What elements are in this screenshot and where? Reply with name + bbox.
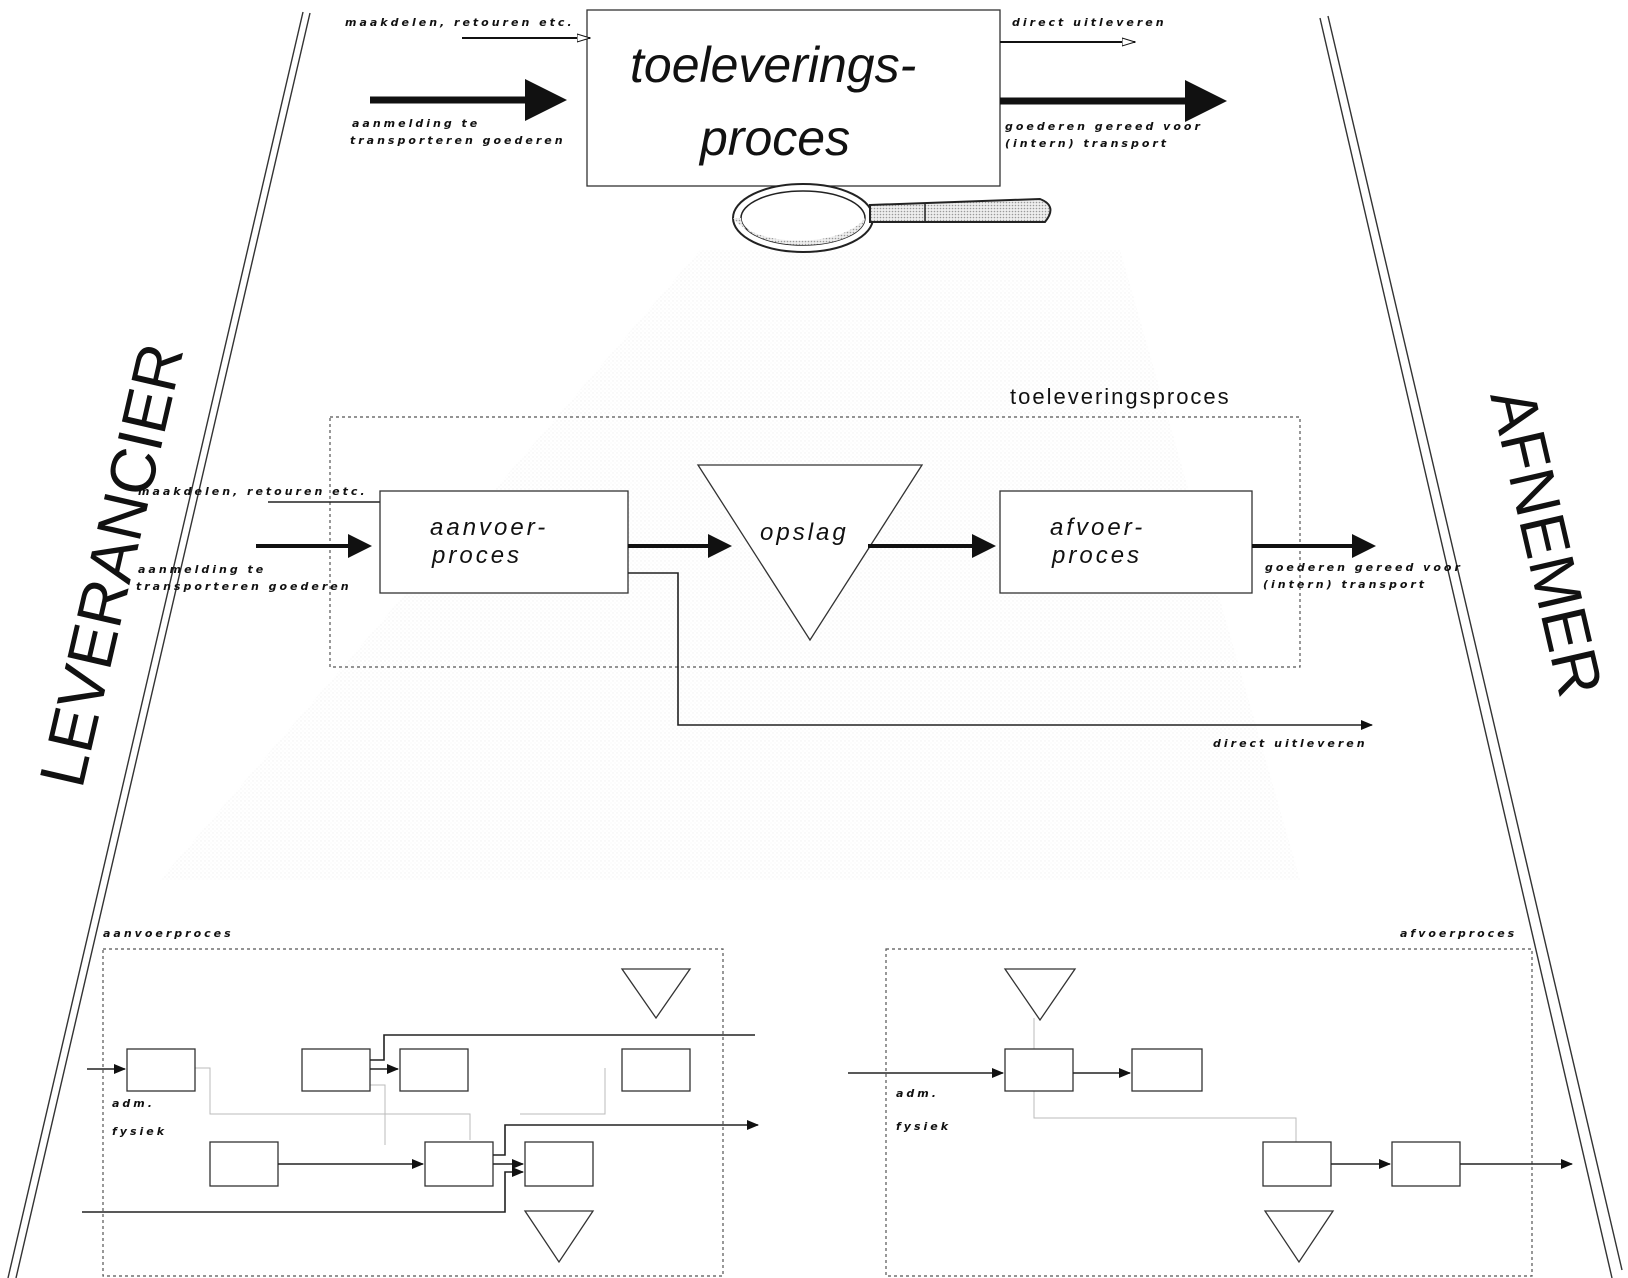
- afvoer-label-line2: proces: [1051, 542, 1142, 569]
- magnifying-glass-icon: [733, 184, 1050, 252]
- process-box: [1005, 1049, 1073, 1091]
- top-title-line2: proces: [698, 110, 850, 166]
- process-box: [1392, 1142, 1460, 1186]
- middle-in-small-label: maakdelen, retouren etc.: [138, 485, 368, 498]
- process-box: [210, 1142, 278, 1186]
- storage-triangle: [1265, 1211, 1333, 1262]
- process-box: [622, 1049, 690, 1091]
- process-box: [1263, 1142, 1331, 1186]
- middle-in-big-label-line2: transporteren goederen: [136, 580, 352, 593]
- storage-triangle: [525, 1211, 593, 1262]
- adm-label: adm.: [896, 1087, 939, 1100]
- top-out-small-label: direct uitleveren: [1012, 16, 1167, 29]
- middle-out-label-line2: (intern) transport: [1263, 578, 1427, 591]
- faint-connector: [370, 1085, 385, 1145]
- bottom-right-section: afvoerproces adm. fysiek: [848, 927, 1572, 1276]
- process-box: [525, 1142, 593, 1186]
- middle-in-big-label-line1: aanmelding te: [138, 563, 266, 576]
- top-out-big-label-line1: goederen gereed voor: [1005, 120, 1203, 133]
- bottom-right-frame-title: afvoerproces: [1400, 927, 1517, 940]
- fysiek-label: fysiek: [112, 1125, 167, 1138]
- aanvoer-label-line2: proces: [431, 542, 522, 569]
- process-box: [400, 1049, 468, 1091]
- bottom-right-frame: [886, 949, 1532, 1276]
- adm-label: adm.: [112, 1097, 155, 1110]
- aanvoer-label-line1: aanvoer-: [430, 514, 548, 541]
- faint-connector: [520, 1068, 605, 1114]
- top-out-big-label-line2: (intern) transport: [1005, 137, 1169, 150]
- top-in-big-label-line1: aanmelding te: [352, 117, 480, 130]
- storage-triangle: [1005, 969, 1075, 1020]
- process-box: [425, 1142, 493, 1186]
- middle-frame-title: toeleveringsproces: [1010, 384, 1231, 409]
- bottom-left-frame-title: aanvoerproces: [103, 927, 234, 940]
- top-in-small-label: maakdelen, retouren etc.: [345, 16, 575, 29]
- top-in-big-label-line2: transporteren goederen: [350, 134, 566, 147]
- storage-triangle: [622, 969, 690, 1018]
- faint-connector: [1034, 1091, 1296, 1142]
- bottom-left-frame: [103, 949, 723, 1276]
- top-section: toeleverings- proces maakdelen, retouren…: [345, 10, 1220, 252]
- opslag-label: opslag: [760, 519, 849, 546]
- middle-out-label-line1: goederen gereed voor: [1265, 561, 1463, 574]
- process-box: [302, 1049, 370, 1091]
- process-box: [1132, 1049, 1202, 1091]
- fysiek-label: fysiek: [896, 1120, 951, 1133]
- direct-uitleveren-label: direct uitleveren: [1213, 737, 1368, 750]
- bottom-left-section: aanvoerproces adm. fysiek: [82, 927, 758, 1276]
- top-title-line1: toeleverings-: [630, 37, 916, 93]
- afnemer-label: AFNEMER: [1476, 382, 1617, 703]
- afvoer-label-line1: afvoer-: [1050, 514, 1145, 541]
- process-box: [127, 1049, 195, 1091]
